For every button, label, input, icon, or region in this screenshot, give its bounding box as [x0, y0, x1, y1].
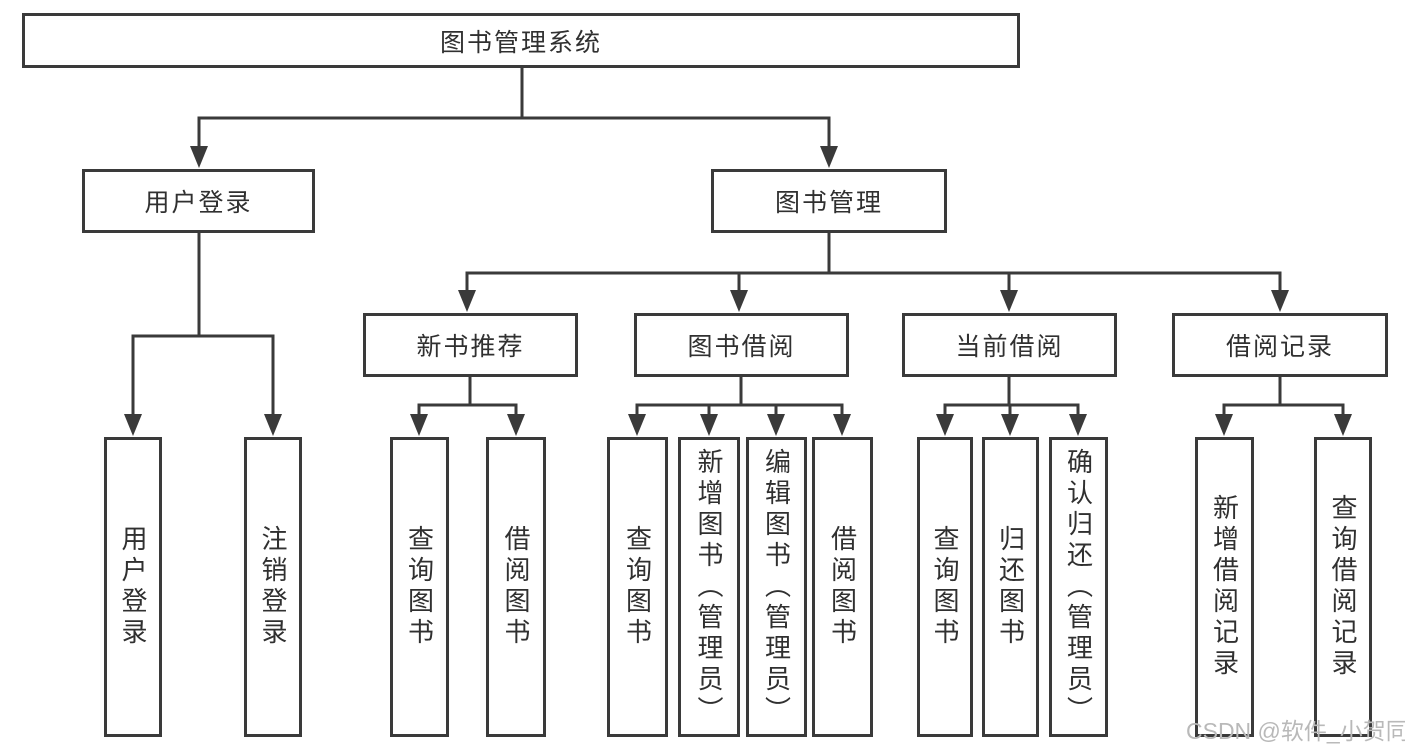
leaf-label: 查询图书 [404, 525, 435, 649]
leaf-records-add-record: 新增借阅记录 [1195, 437, 1254, 737]
leaf-label: 查询借阅记录 [1328, 494, 1358, 680]
leaf-label: 新增借阅记录 [1209, 494, 1240, 680]
arrowhead [458, 290, 476, 312]
node-book-management-system: 图书管理系统 [22, 13, 1020, 68]
arrowhead [936, 414, 954, 436]
node-label: 图书借阅 [687, 333, 796, 361]
node-label: 新书推荐 [416, 333, 525, 361]
arrowhead [1069, 414, 1087, 436]
leaf-newbook-borrow-books: 借阅图书 [486, 437, 546, 737]
connector-records-to-leaves [1222, 375, 1345, 420]
node-borrowing-records: 借阅记录 [1172, 313, 1388, 377]
connector-userlogin-to-leaves [131, 231, 275, 420]
leaf-label: 确认归还（管理员） [1063, 447, 1094, 727]
leaf-current-confirm-return-admin: 确认归还（管理员） [1049, 437, 1108, 737]
leaf-label: 借阅图书 [501, 525, 531, 649]
connector-current-to-leaves [943, 375, 1080, 420]
connector-bookmgmt-to-level3 [465, 231, 1282, 296]
node-new-book-recommend: 新书推荐 [363, 313, 578, 377]
leaf-label: 借阅图书 [827, 525, 858, 649]
leaf-records-query-record: 查询借阅记录 [1314, 437, 1372, 737]
leaf-current-query-books: 查询图书 [917, 437, 973, 737]
arrowhead [1271, 290, 1289, 312]
watermark-csdn: CSDN @软件_小贺同学 [1186, 718, 1405, 744]
leaf-label: 用户登录 [118, 525, 148, 649]
arrowhead [1001, 414, 1019, 436]
leaf-newbook-query-books: 查询图书 [390, 437, 449, 737]
node-current-borrowing: 当前借阅 [902, 313, 1117, 377]
arrowhead [833, 414, 851, 436]
leaf-label: 归还图书 [995, 525, 1026, 649]
arrowhead [190, 146, 208, 168]
arrowhead [1334, 414, 1352, 436]
arrowhead [628, 414, 646, 436]
arrowhead [264, 414, 282, 436]
connector-borrow-to-leaves [635, 375, 844, 420]
node-label: 用户登录 [144, 189, 253, 217]
arrowhead [410, 414, 428, 436]
leaf-label: 编辑图书（管理员） [761, 447, 792, 727]
leaf-label: 新增图书（管理员） [694, 447, 724, 727]
leaf-current-return-books: 归还图书 [982, 437, 1039, 737]
node-book-management: 图书管理 [711, 169, 947, 233]
node-label: 图书管理系统 [439, 28, 602, 57]
leaf-borrow-edit-books-admin: 编辑图书（管理员） [746, 437, 807, 737]
connector-root-to-level2 [197, 66, 831, 152]
leaf-borrow-query-books: 查询图书 [607, 437, 668, 737]
node-label: 借阅记录 [1225, 333, 1334, 361]
arrowhead [767, 414, 785, 436]
arrowhead [1000, 290, 1018, 312]
connector-newbook-to-leaves [417, 375, 518, 420]
arrowhead [124, 414, 142, 436]
leaf-user-login: 用户登录 [104, 437, 162, 737]
arrowhead [1215, 414, 1233, 436]
node-book-borrowing: 图书借阅 [634, 313, 849, 377]
leaf-borrow-borrow-books: 借阅图书 [812, 437, 873, 737]
arrowhead [820, 146, 838, 168]
arrowhead [730, 290, 748, 312]
leaf-label: 查询图书 [930, 525, 960, 649]
arrowhead [700, 414, 718, 436]
leaf-label: 注销登录 [258, 525, 288, 649]
leaf-label: 查询图书 [622, 525, 653, 649]
node-label: 当前借阅 [955, 333, 1064, 361]
node-label: 图书管理 [774, 189, 883, 217]
arrowhead [507, 414, 525, 436]
node-user-login: 用户登录 [82, 169, 315, 233]
leaf-logout: 注销登录 [244, 437, 302, 737]
leaf-borrow-add-books-admin: 新增图书（管理员） [678, 437, 740, 737]
